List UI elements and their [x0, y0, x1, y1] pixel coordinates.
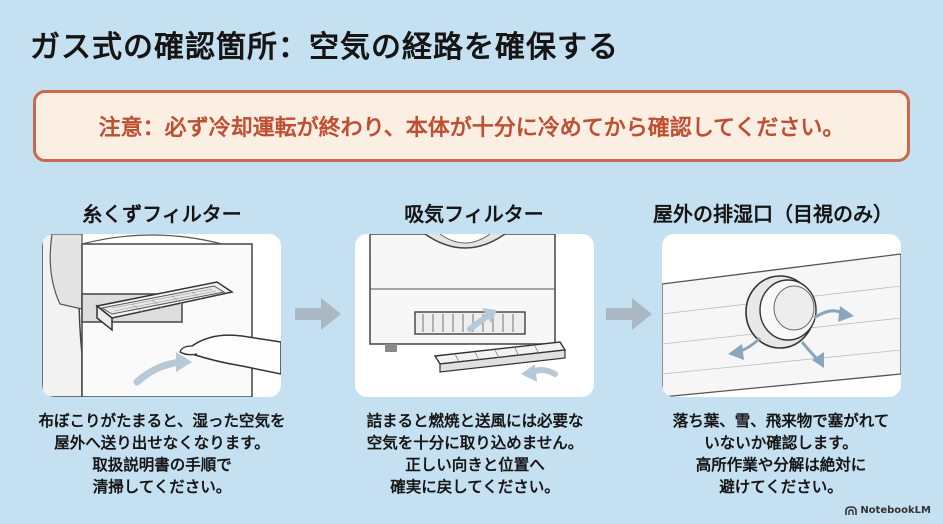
caution-banner: 注意：必ず冷却運転が終わり、本体が十分に冷めてから確認してください。	[33, 90, 910, 162]
caution-text: 注意：必ず冷却運転が終わり、本体が十分に冷めてから確認してください。	[98, 116, 845, 141]
caption-line: 確実に戻してください。	[390, 478, 560, 496]
caption-line: 詰まると燃焼と送風には必要な	[366, 412, 584, 430]
page-title: ガス式の確認箇所：空気の経路を確保する	[30, 30, 619, 65]
lint-filter-card	[42, 234, 281, 397]
caption-line: 避けてください。	[719, 478, 843, 496]
notebooklm-logo-icon	[845, 505, 858, 515]
intake-filter-card	[355, 234, 594, 397]
intake-filter-caption: 詰まると燃焼と送風には必要な 空気を十分に取り込めません。 正しい向きと位置へ …	[340, 410, 610, 498]
arrow-right-icon	[295, 298, 341, 330]
brand-watermark: NotebookLM	[845, 505, 931, 516]
caption-line: 空気を十分に取り込めません。	[366, 434, 584, 452]
caption-line: 高所作業や分解は絶対に	[695, 456, 867, 474]
caption-line: いないか確認します。	[704, 434, 858, 452]
lint-filter-heading: 糸くずフィルター	[82, 202, 242, 226]
caption-line: 正しい向きと位置へ	[405, 456, 545, 474]
caption-line: 清掃してください。	[92, 478, 232, 496]
exhaust-vent-illustration	[662, 253, 901, 397]
caption-line: 屋外へ送り出せなくなります。	[54, 434, 270, 452]
exhaust-vent-heading: 屋外の排湿口（目視のみ）	[653, 202, 893, 226]
lint-filter-caption: 布ぼこりがたまると、湿った空気を 屋外へ送り出せなくなります。 取扱説明書の手順…	[27, 410, 297, 498]
caption-line: 布ぼこりがたまると、湿った空気を	[38, 412, 286, 430]
caption-line: 落ち葉、雪、飛来物で塞がれて	[672, 412, 890, 430]
arrow-right-icon	[606, 298, 652, 330]
brand-label: NotebookLM	[860, 505, 931, 516]
caption-line: 取扱説明書の手順で	[92, 456, 232, 474]
exhaust-vent-caption: 落ち葉、雪、飛来物で塞がれて いないか確認します。 高所作業や分解は絶対に 避け…	[646, 410, 916, 498]
intake-filter-heading: 吸気フィルター	[404, 202, 544, 226]
exhaust-vent-card	[662, 234, 901, 397]
lint-filter-illustration	[42, 234, 281, 397]
intake-filter-illustration	[369, 234, 567, 382]
